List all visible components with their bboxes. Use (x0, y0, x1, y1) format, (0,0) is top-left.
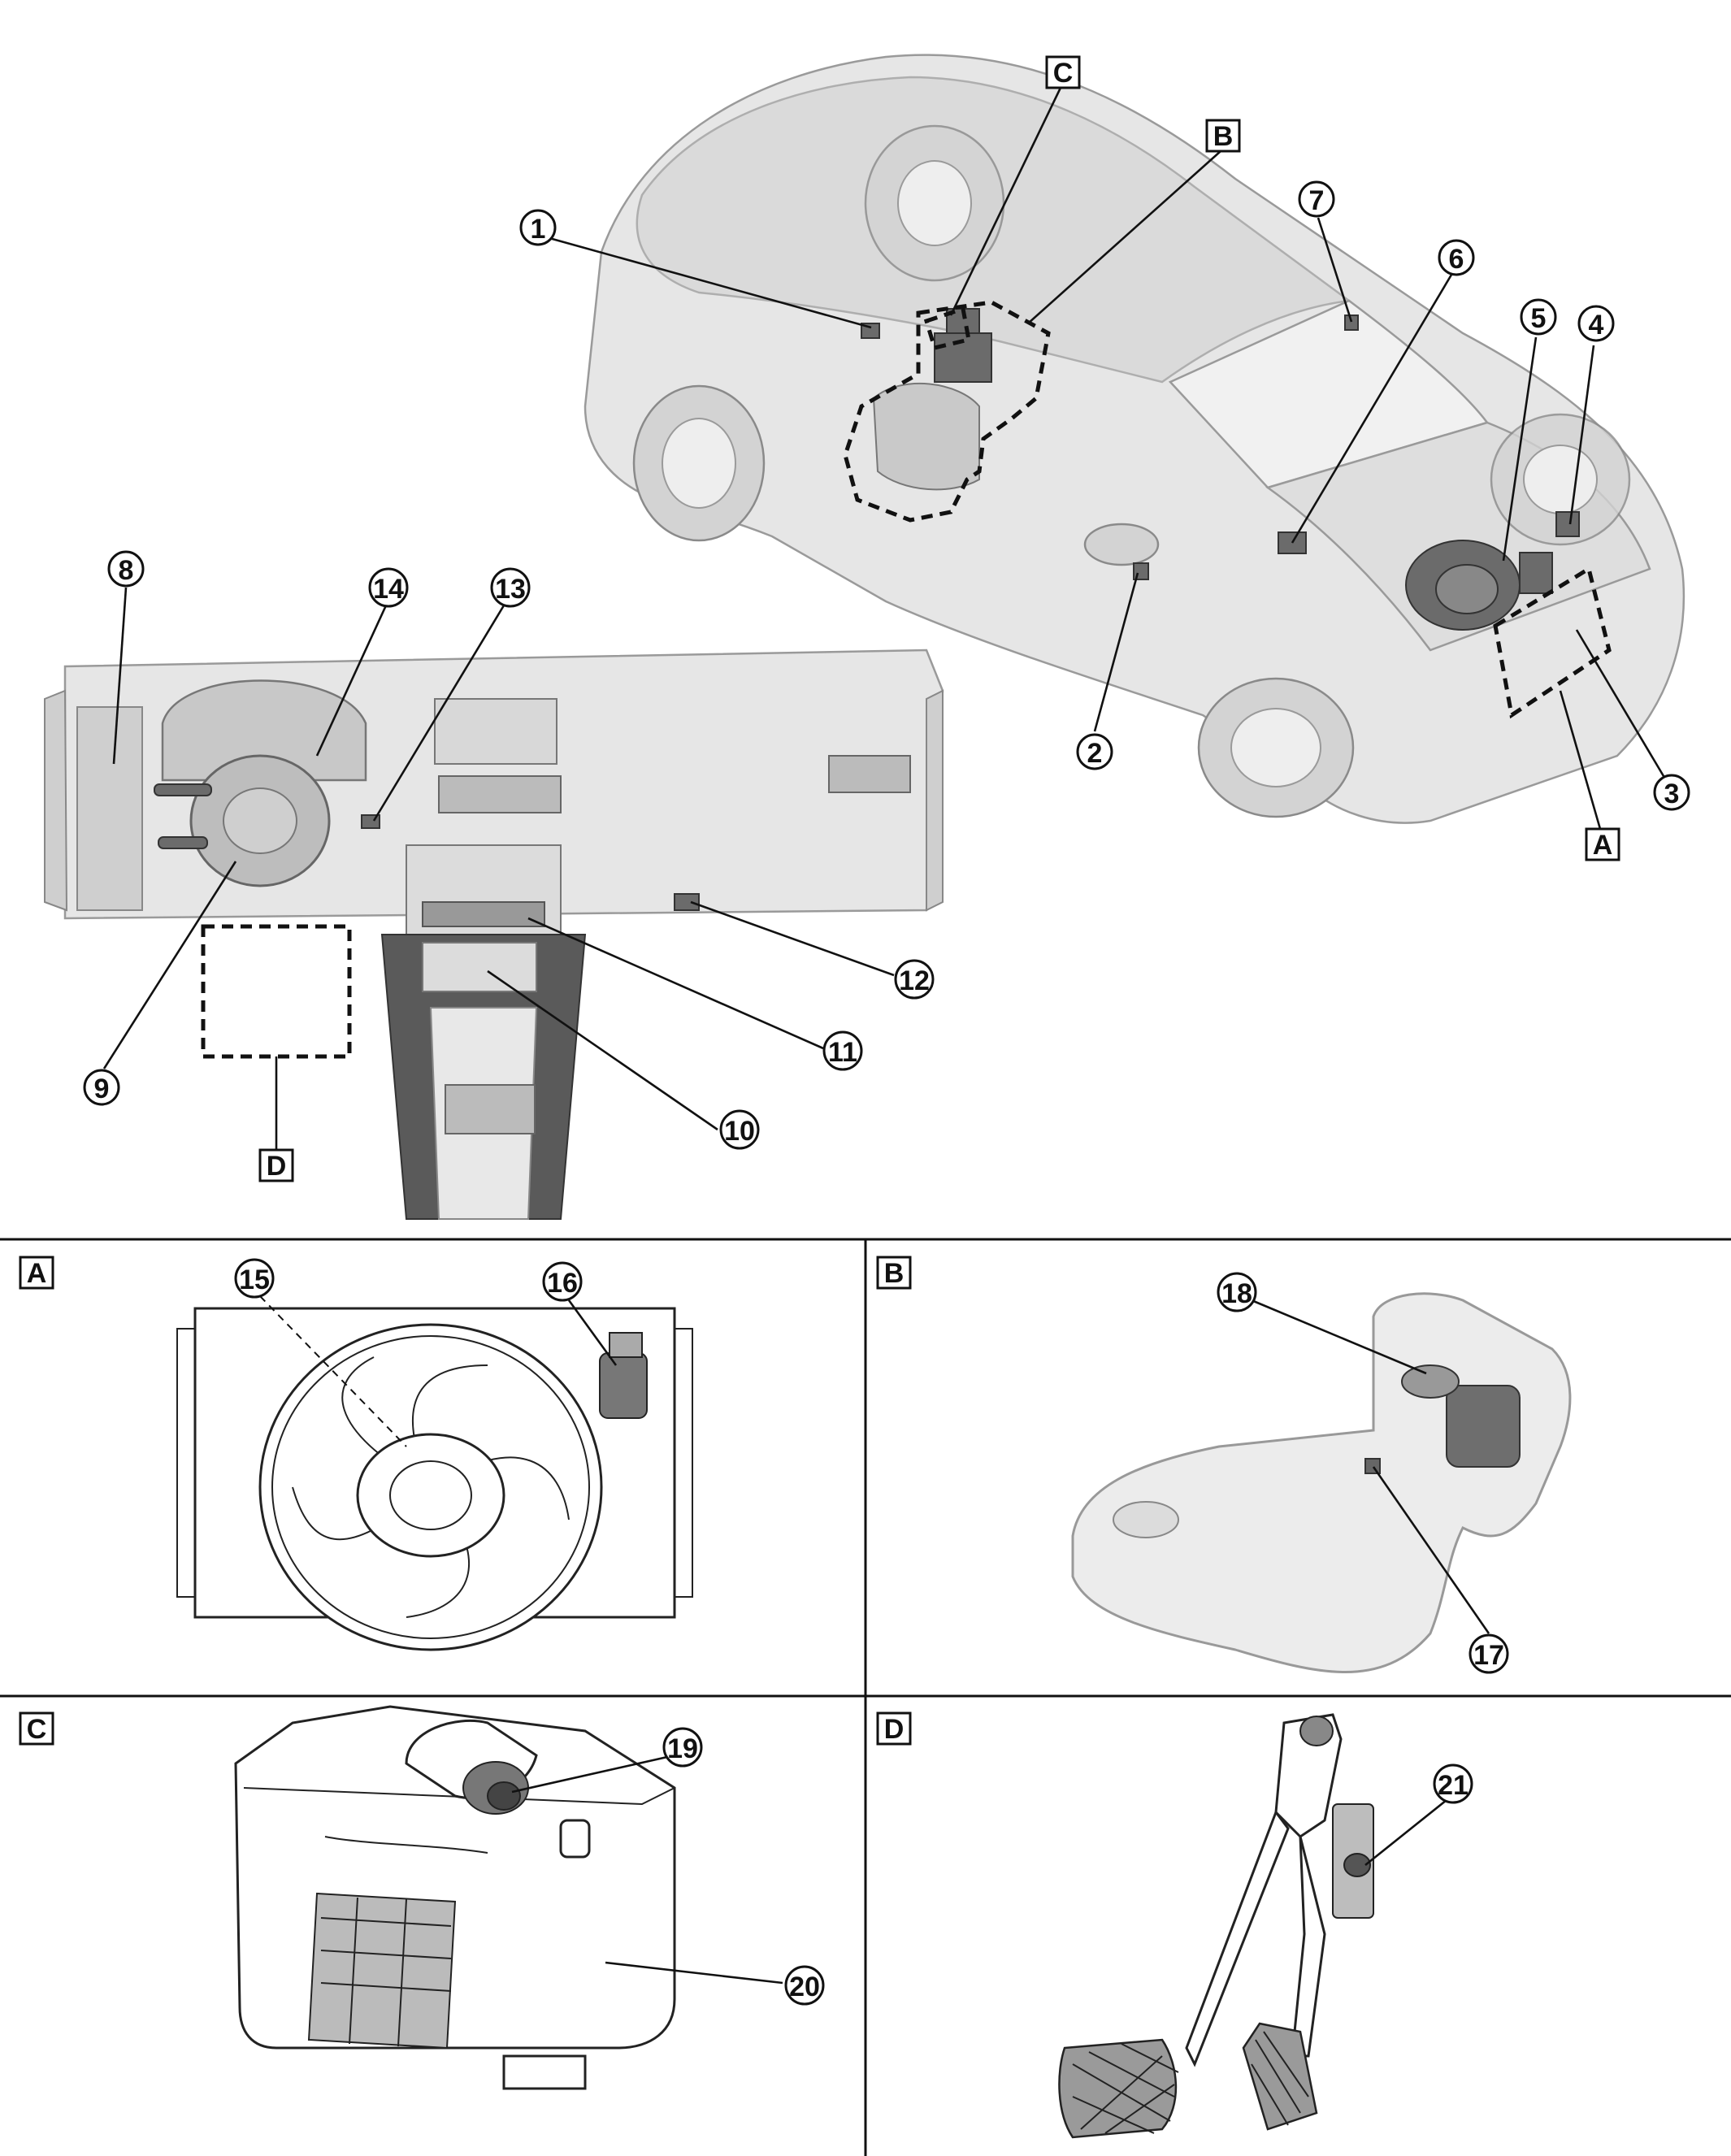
callout-1: 1 (519, 209, 557, 246)
callout-3-number: 3 (1664, 779, 1680, 809)
callout-10-number: 10 (724, 1116, 755, 1147)
panel-b-label: B (884, 1258, 905, 1289)
callout-17: 17 (1469, 1633, 1509, 1674)
dashboard-illustration (44, 649, 944, 1220)
detail-panels-grid (0, 1238, 1731, 2156)
callout-6-number: 6 (1449, 244, 1464, 275)
callout-9: 9 (83, 1069, 120, 1106)
label-box-b: B (1205, 119, 1241, 153)
callout-21-number: 21 (1438, 1770, 1469, 1801)
panel-a-corner-label: A (19, 1256, 54, 1290)
callout-4-number: 4 (1589, 310, 1604, 341)
detail-c-outline (923, 306, 971, 350)
callout-14: 14 (368, 567, 409, 608)
callout-14-number: 14 (373, 574, 404, 605)
callout-2: 2 (1076, 733, 1113, 770)
callout-3: 3 (1653, 774, 1690, 811)
callout-10: 10 (719, 1109, 760, 1150)
callout-11-number: 11 (828, 1037, 857, 1068)
panel-b-illustration (1071, 1292, 1572, 1673)
callout-20-number: 20 (789, 1972, 820, 2002)
callout-7-number: 7 (1309, 185, 1325, 216)
callout-21: 21 (1433, 1763, 1473, 1804)
callout-19: 19 (662, 1727, 703, 1768)
callout-12: 12 (894, 959, 935, 1000)
callout-4: 4 (1577, 305, 1615, 342)
callout-9-number: 9 (94, 1074, 110, 1104)
panel-a-illustration (176, 1307, 693, 1651)
panel-c-label: C (27, 1714, 47, 1745)
callout-8: 8 (107, 550, 145, 588)
panel-d-label: D (884, 1714, 905, 1745)
callout-2-number: 2 (1087, 738, 1103, 769)
callout-6: 6 (1438, 239, 1475, 276)
detail-a-outline (1493, 566, 1612, 719)
panel-d-illustration (1058, 1713, 1374, 2139)
label-b: B (1213, 121, 1234, 152)
label-box-c: C (1045, 55, 1081, 89)
panel-d-corner-label: D (876, 1711, 912, 1746)
panel-c-corner-label: C (19, 1711, 54, 1746)
callout-19-number: 19 (667, 1733, 698, 1764)
label-d: D (267, 1151, 287, 1182)
callout-15-number: 15 (239, 1265, 270, 1295)
callout-13-number: 13 (495, 574, 526, 605)
detail-b-outline (843, 300, 1051, 523)
callout-11: 11 (822, 1030, 863, 1071)
detail-d-outline (201, 924, 352, 1059)
callout-16-number: 16 (547, 1268, 578, 1299)
leader-lines (102, 87, 1665, 1985)
callout-5: 5 (1520, 298, 1557, 336)
callout-20: 20 (784, 1965, 825, 2006)
callout-18-number: 18 (1221, 1278, 1252, 1309)
label-c: C (1053, 58, 1074, 89)
panel-c-illustration (234, 1705, 676, 2090)
callout-12-number: 12 (899, 965, 930, 996)
label-box-d: D (258, 1148, 294, 1182)
label-box-a: A (1585, 827, 1620, 861)
label-a: A (1593, 830, 1613, 861)
panel-b-corner-label: B (876, 1256, 912, 1290)
callout-17-number: 17 (1473, 1640, 1504, 1671)
callout-1-number: 1 (531, 214, 546, 245)
callout-13: 13 (490, 567, 531, 608)
callout-18: 18 (1217, 1272, 1257, 1312)
callout-16: 16 (542, 1261, 583, 1302)
callout-7: 7 (1298, 180, 1335, 218)
callout-8-number: 8 (119, 555, 134, 586)
callout-5-number: 5 (1531, 303, 1547, 334)
callout-15: 15 (234, 1258, 275, 1299)
panel-a-label: A (27, 1258, 47, 1289)
